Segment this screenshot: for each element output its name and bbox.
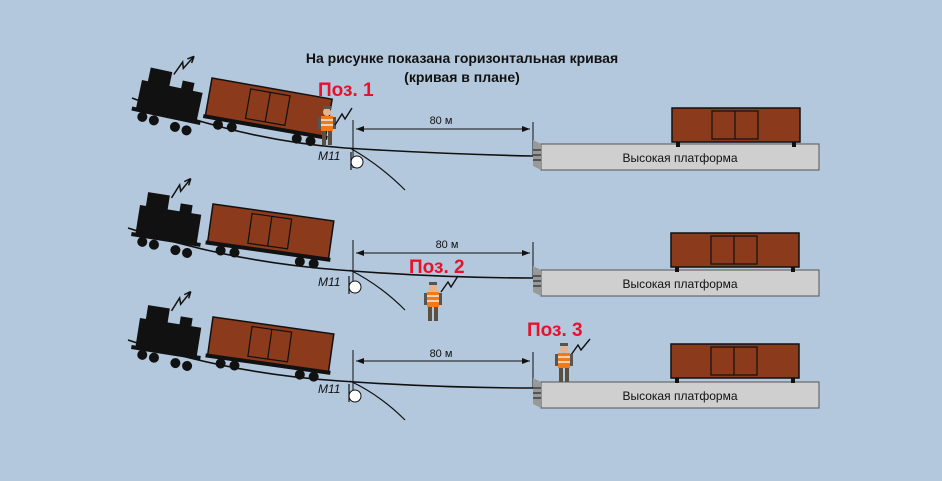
panel-3: 80 м Поз. 3 М11 Высокая платформа	[127, 283, 820, 421]
position-label: Поз. 3	[527, 320, 583, 341]
arrow-head-left	[356, 358, 364, 364]
track-branch	[349, 269, 406, 311]
track-curve	[127, 227, 534, 279]
signal-light-icon	[350, 155, 364, 169]
locomotive	[127, 45, 215, 139]
worker	[423, 281, 443, 322]
platform-wagon	[670, 232, 800, 273]
worker	[554, 342, 574, 383]
platform-wagon	[671, 107, 801, 148]
track-branch	[349, 380, 406, 421]
panel-2: 80 м Поз. 2 М11 Высокая платформа	[127, 170, 820, 322]
arrow-head-right	[522, 358, 530, 364]
distance-label: 80 м	[430, 115, 453, 127]
signal-light-icon	[348, 389, 362, 403]
platform-label: Высокая платформа	[622, 151, 737, 165]
locomotive	[128, 170, 212, 261]
signal-label: М11	[318, 275, 340, 289]
signal-wave-icon	[570, 338, 591, 356]
distance-label: 80 м	[430, 348, 453, 360]
platform-label: Высокая платформа	[622, 389, 737, 403]
arrow-head-right	[522, 126, 530, 132]
arrow-head-left	[356, 250, 364, 256]
platform-wagon	[670, 343, 800, 384]
position-label: Поз. 2	[409, 257, 465, 278]
title-line-1: На рисунке показана горизонтальная крива…	[306, 50, 618, 66]
signal-wave-icon	[440, 275, 459, 293]
signal-wave-icon	[334, 107, 353, 126]
title-line-2: (кривая в плане)	[404, 69, 520, 85]
position-label: Поз. 1	[318, 80, 374, 101]
track-branch	[349, 147, 406, 191]
freight-wagon	[203, 202, 337, 272]
signal-light-icon	[348, 280, 362, 294]
arrow-head-right	[522, 250, 530, 256]
locomotive	[128, 283, 212, 374]
signal-label: М11	[318, 149, 340, 163]
panel-1: Поз. 1 80 м М11 Высокая платформа	[127, 45, 820, 191]
arrow-head-left	[356, 126, 364, 132]
signal-label: М11	[318, 382, 340, 396]
distance-label: 80 м	[436, 239, 459, 251]
platform-label: Высокая платформа	[622, 277, 737, 291]
